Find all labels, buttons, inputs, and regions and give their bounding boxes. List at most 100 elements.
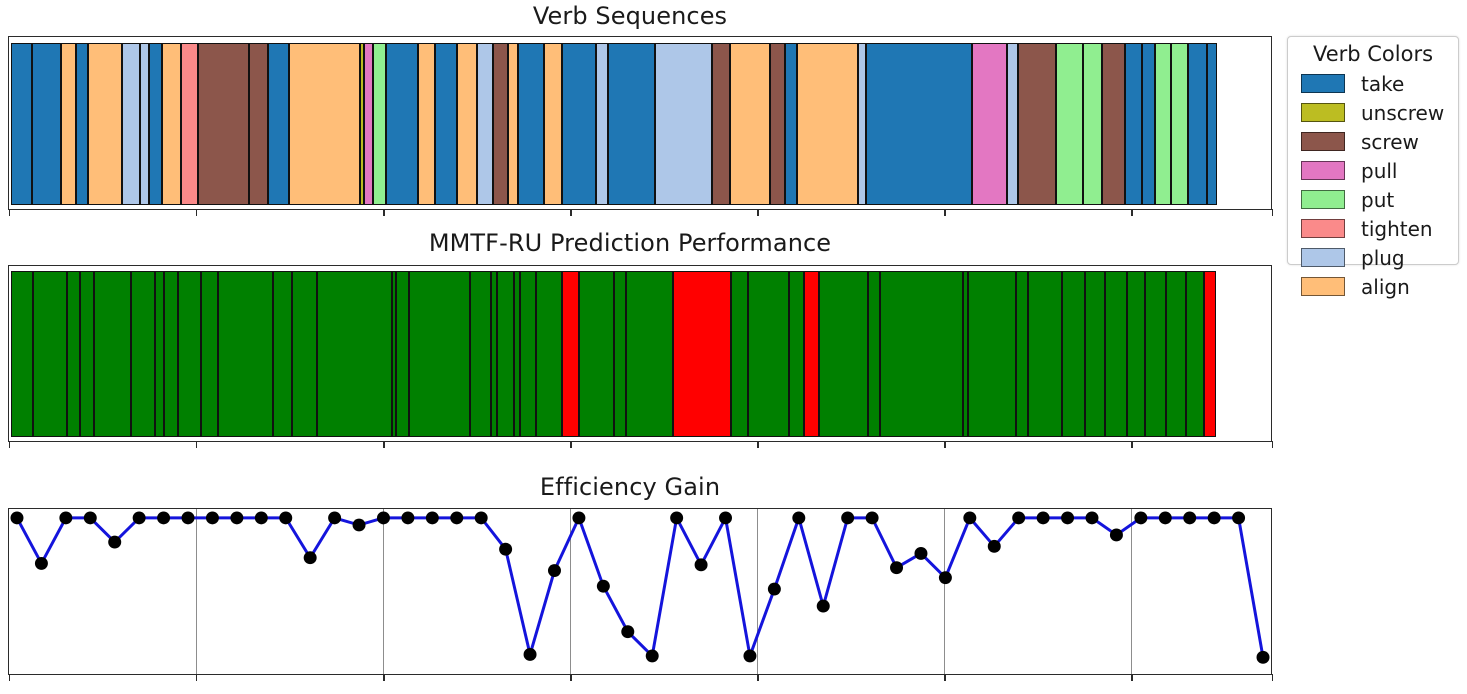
band-segment (130, 271, 155, 437)
band-segment (1102, 43, 1125, 205)
band-segment (31, 43, 61, 205)
band-segment (121, 43, 140, 205)
legend-entry-tighten[interactable]: tighten (1288, 214, 1458, 243)
efficiency-data-point (328, 511, 342, 525)
efficiency-data-point (1109, 528, 1123, 542)
panel-title-mmtf-ru: MMTF-RU Prediction Performance (428, 229, 832, 257)
efficiency-data-point (83, 511, 97, 525)
axis-tick (9, 441, 11, 448)
band-segment (1204, 271, 1216, 437)
efficiency-data-point (1134, 511, 1148, 525)
band-segment (562, 271, 579, 437)
band-segment (148, 43, 163, 205)
legend-entry-screw[interactable]: screw (1288, 127, 1458, 156)
band-segment (729, 43, 771, 205)
efficiency-data-point (767, 582, 781, 596)
band-segment (1170, 43, 1189, 205)
band-segment (386, 43, 418, 205)
band-segment (607, 43, 656, 205)
axis-tick (570, 441, 572, 448)
efficiency-data-point (987, 539, 1001, 553)
efficiency-data-point (425, 511, 439, 525)
legend-entry-take[interactable]: take (1288, 69, 1458, 98)
axis-tick (9, 209, 11, 216)
efficiency-data-point (230, 511, 244, 525)
band-segment (162, 43, 181, 205)
efficiency-data-point (816, 599, 830, 613)
band-segment (1105, 271, 1128, 437)
band-segment (514, 271, 520, 437)
efficiency-data-point (352, 518, 366, 532)
band-segment (972, 43, 1008, 205)
legend-entry-unscrew[interactable]: unscrew (1288, 98, 1458, 127)
efficiency-data-point (376, 511, 390, 525)
efficiency-data-point (523, 648, 537, 661)
efficiency-data-point (450, 511, 464, 525)
efficiency-data-point (1012, 511, 1026, 525)
axis-tick (1271, 209, 1273, 216)
band-segment (866, 43, 973, 205)
band-segment (1206, 43, 1217, 205)
axes-mmtf-ru-prediction (8, 265, 1273, 448)
efficiency-data-point (1183, 511, 1197, 525)
band-segment (396, 271, 409, 437)
axis-tick (196, 209, 198, 216)
band-segment (67, 271, 81, 437)
efficiency-data-point (474, 511, 488, 525)
efficiency-data-point (1207, 511, 1221, 525)
axis-tick (944, 209, 946, 216)
band-segment (76, 43, 88, 205)
band-segment (731, 271, 749, 437)
band-segment (492, 43, 508, 205)
axis-tick (1131, 674, 1133, 681)
axis-tick (383, 441, 385, 448)
efficiency-data-point (279, 511, 293, 525)
band-segment (87, 43, 122, 205)
band-segment (1141, 43, 1156, 205)
band-segment (364, 43, 373, 205)
legend-entry-align[interactable]: align (1288, 272, 1458, 301)
efficiency-data-point (1232, 511, 1246, 525)
band-segment (372, 43, 387, 205)
band-segment (1007, 43, 1018, 205)
band-segment (139, 43, 149, 205)
band-segment (561, 43, 596, 205)
band-segment (1127, 271, 1145, 437)
band-segment (712, 43, 730, 205)
band-segment (496, 271, 515, 437)
gridline (944, 509, 946, 674)
legend-entry-put[interactable]: put (1288, 185, 1458, 214)
legend-entry-label: pull (1361, 158, 1398, 183)
axis-tick (9, 674, 11, 681)
band-segment (218, 271, 273, 437)
band-segment (178, 271, 202, 437)
band-segment (673, 271, 732, 437)
efficiency-data-point (841, 511, 855, 525)
band-segment (268, 43, 289, 205)
legend-title: Verb Colors (1312, 42, 1434, 66)
legend-entry-plug[interactable]: plug (1288, 243, 1458, 272)
band-segment (748, 271, 790, 437)
axis-tick (757, 209, 759, 216)
legend-entry-label: unscrew (1361, 100, 1445, 125)
axis-tick (1131, 209, 1133, 216)
legend-entry-label: screw (1361, 129, 1419, 154)
band-segment (517, 43, 545, 205)
axis-tick (570, 209, 572, 216)
efficiency-data-point (719, 511, 733, 525)
band-segment (858, 43, 866, 205)
band-segment (197, 43, 249, 205)
band-segment (507, 43, 518, 205)
gridline (196, 509, 198, 674)
efficiency-data-point (963, 511, 977, 525)
band-segment (417, 43, 436, 205)
band-segment (967, 271, 1016, 437)
legend-color-swatch (1301, 219, 1345, 238)
band-segment (868, 271, 880, 437)
legend-entry-pull[interactable]: pull (1288, 156, 1458, 185)
band-segment (770, 43, 785, 205)
efficiency-data-point (59, 511, 73, 525)
band-segment (1062, 271, 1085, 437)
band-segment (1027, 271, 1063, 437)
